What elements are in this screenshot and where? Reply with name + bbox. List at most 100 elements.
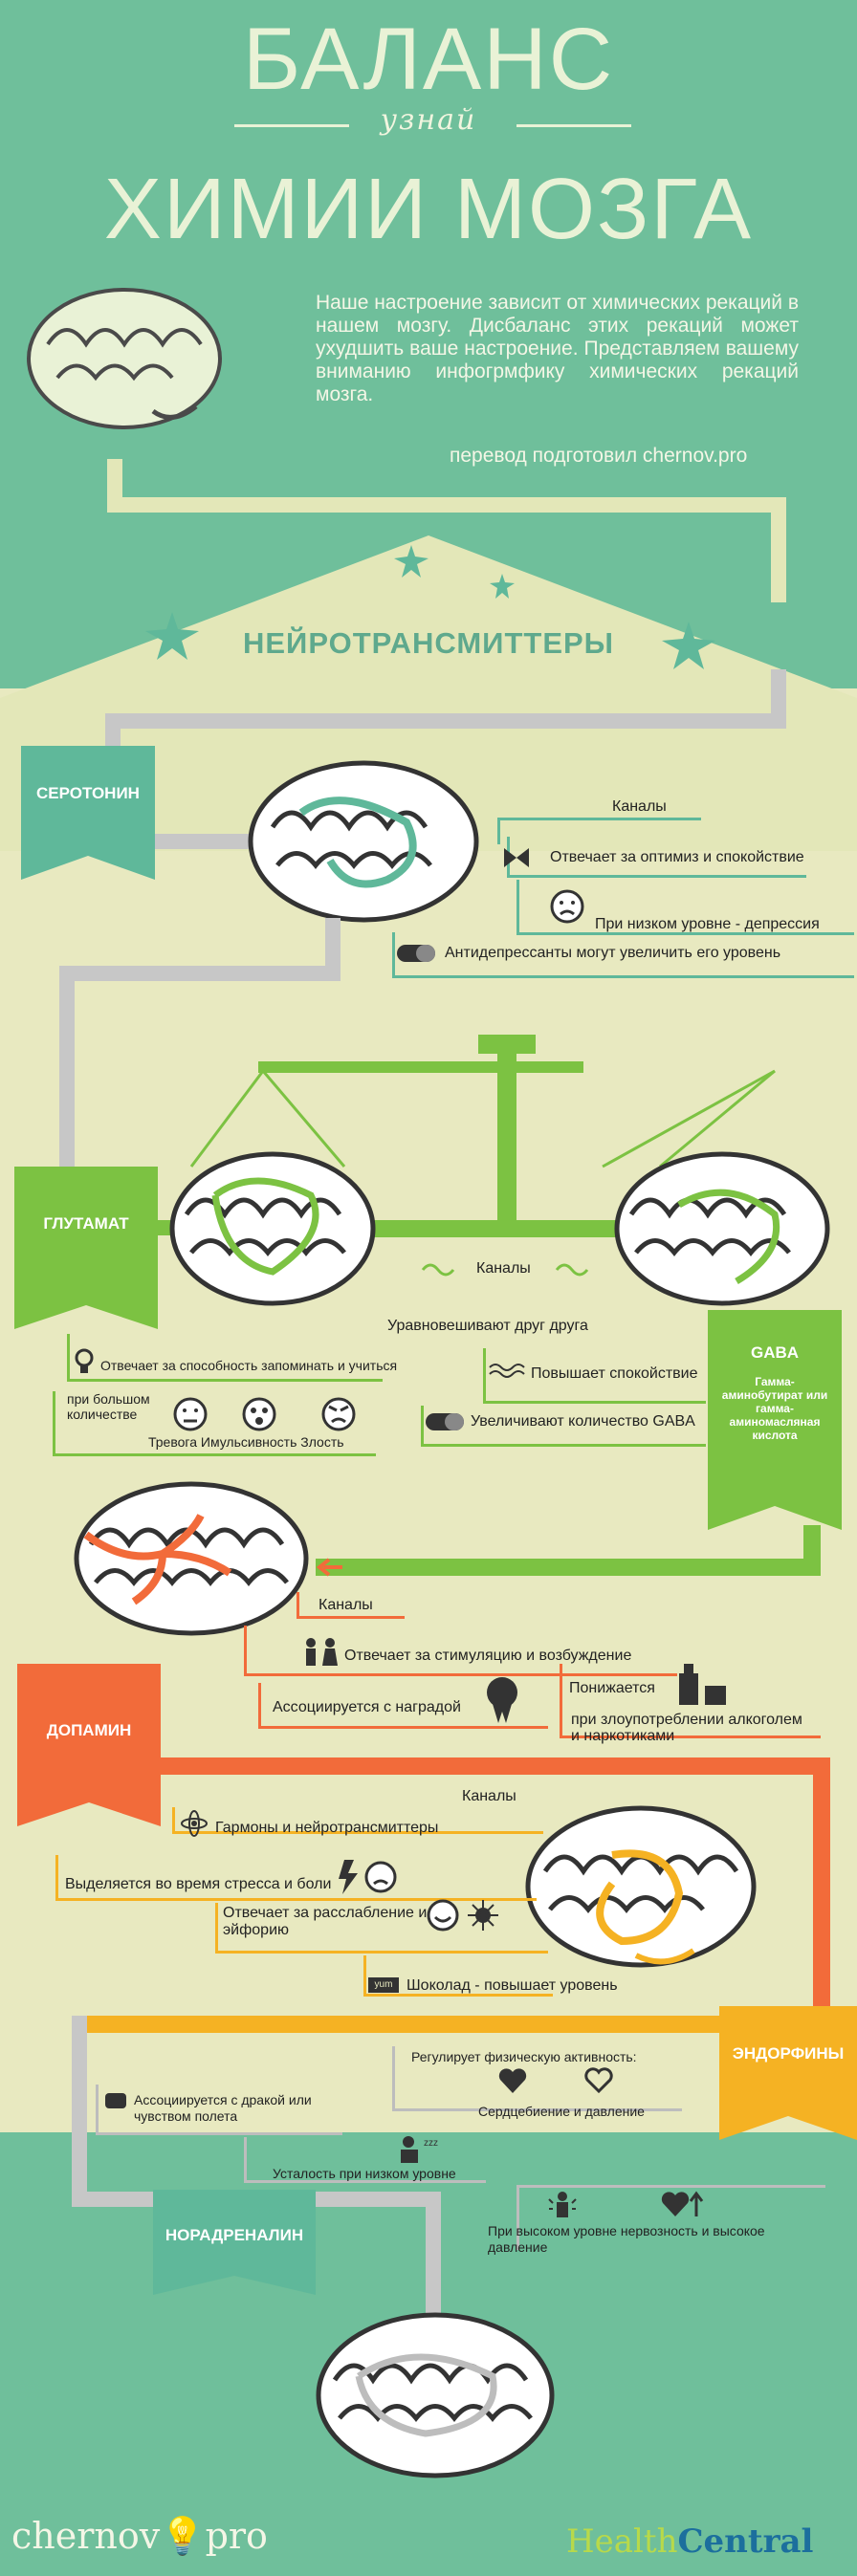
endorphins-hormones-text: Гармоны и нейротрансмиттеры — [215, 1820, 439, 1836]
anxious-face-icon — [173, 1397, 208, 1431]
glutamate-bracket — [67, 1334, 385, 1382]
heart-pressure-icon — [661, 2191, 704, 2216]
heart-filled-icon — [498, 2068, 527, 2093]
serotonin-drugs-bracket — [392, 932, 854, 978]
happy-sun-icon — [427, 1899, 498, 1932]
gaba-increase-bracket — [421, 1406, 706, 1447]
gaba-full-name: Гамма-аминобутират или гамма-аминомаслян… — [721, 1375, 828, 1442]
bottle-icon — [679, 1664, 726, 1705]
endorphins-stress-bracket — [55, 1855, 537, 1901]
gaba-calm-text: Повышает спокойствие — [531, 1365, 698, 1382]
glutamate-excess-text: при большом количестве — [67, 1391, 150, 1422]
serotonin-channel-bracket — [497, 818, 701, 844]
serotonin-ribbon — [21, 746, 155, 880]
path-segment — [155, 834, 260, 849]
endorphins-stress-text: Выделяется во время стресса и боли — [65, 1876, 332, 1892]
serotonin-label: СЕРОТОНИН — [36, 784, 140, 802]
glutamate-ribbon — [14, 1167, 158, 1329]
header-brain-icon — [27, 288, 222, 429]
lightbulb-icon — [75, 1348, 94, 1373]
noradrenaline-ribbon — [153, 2190, 316, 2295]
endorphins-relax-text: Отвечает за расслабление и эйфорию — [223, 1905, 428, 1938]
star-icon — [662, 622, 715, 669]
noradrenaline-activity-bracket — [392, 2046, 682, 2111]
serotonin-channels-label: Каналы — [612, 798, 667, 815]
header-path-down-2 — [771, 497, 786, 602]
wave-right-icon — [555, 1263, 589, 1277]
medal-icon — [487, 1677, 517, 1723]
svg-text:zzz: zzz — [424, 2138, 438, 2149]
dopamine-role-bracket — [244, 1626, 677, 1676]
sleeping-icon: zzz — [401, 2136, 438, 2163]
glutamate-brain-icon — [169, 1151, 376, 1306]
title-line-2: узнай — [380, 103, 477, 137]
path-segment — [325, 918, 341, 980]
noradrenaline-label: НОРАДРЕНАЛИН — [165, 2226, 304, 2244]
noradrenaline-high-bracket — [516, 2185, 825, 2250]
fist-icon — [105, 2093, 126, 2108]
path-segment — [813, 1757, 830, 2006]
gaba-increase-text: Увеличивают количество GABA — [471, 1413, 695, 1430]
section-title: НЕЙРОТРАНСМИТТЕРЫ — [242, 626, 615, 660]
noradrenaline-activity-text: Регулирует физическую активность: — [411, 2049, 637, 2064]
glutamate-memory-text: Отвечает за способность запоминать и учи… — [100, 1358, 398, 1373]
star-icon — [490, 574, 515, 599]
noradrenaline-fatigue-text: Усталость при низком уровне — [273, 2166, 456, 2181]
endorphins-channel-bracket — [172, 1807, 543, 1834]
sad-face-icon — [550, 889, 584, 924]
dopamine-channels-label: Каналы — [319, 1597, 373, 1613]
serotonin-role-text: Отвечает за оптимиз и спокойствие — [550, 849, 804, 865]
glutamate-channels-label: Каналы — [476, 1260, 531, 1277]
scale-strings — [189, 1069, 776, 1168]
dopamine-role-text: Отвечает за стимуляцию и возбуждение — [344, 1648, 632, 1664]
path-segment — [426, 2192, 441, 2325]
path-segment — [161, 1757, 830, 1775]
gaba-label: GABA — [750, 1343, 800, 1362]
nervous-icon — [548, 2192, 577, 2217]
chocolate-icon: yum — [368, 1977, 399, 1993]
dopamine-channel-bracket — [297, 1592, 405, 1619]
noradrenaline-fatigue-bracket — [244, 2137, 486, 2183]
dopamine-abuse-text: при злоупотреблении алкоголем и наркотик… — [571, 1712, 802, 1744]
glutamate-bracket-line — [67, 1379, 383, 1382]
header-path-down — [107, 459, 122, 507]
ornament-left — [234, 124, 349, 127]
title-line-3: ХИМИИ МОЗГА — [103, 162, 754, 257]
noradrenaline-fight-bracket — [96, 2085, 342, 2135]
star-icon — [394, 545, 428, 578]
glutamate-effects-text: Тревога Имульсивность Злость — [148, 1434, 344, 1450]
pill-icon — [426, 1413, 464, 1430]
ornament-right — [516, 124, 631, 127]
endorphins-ribbon — [719, 2006, 857, 2140]
wave-left-icon — [421, 1263, 455, 1277]
chernov-logo: chernov💡pro — [11, 2515, 268, 2557]
noradrenaline-high-text: При высоком уровне нервозность и высокое… — [488, 2223, 765, 2255]
dopamine-brain-icon — [74, 1481, 309, 1636]
balance-text: Уравновешивают друг друга — [387, 1318, 588, 1334]
gaba-calm-bracket — [483, 1348, 706, 1404]
dopamine-decreases-text: Понижается — [569, 1680, 655, 1696]
endorphins-channels-label: Каналы — [462, 1788, 516, 1804]
intro-text: Наше настроение зависит от химических ре… — [316, 292, 799, 405]
dopamine-reward-bracket — [258, 1683, 548, 1729]
endorphins-chocolate-bracket — [363, 1955, 553, 1997]
atom-icon — [181, 1810, 208, 1837]
serotonin-low-text: При низком уровне - депрессия — [595, 916, 820, 932]
arrow-left-icon — [316, 1558, 342, 1577]
dopamine-abuse-bracket — [560, 1664, 821, 1738]
scale-top — [478, 1035, 536, 1054]
endorphins-label: ЭНДОРФИНЫ — [732, 2044, 845, 2063]
dopamine-ribbon — [17, 1664, 161, 1826]
dopamine-label: ДОПАМИН — [46, 1721, 132, 1739]
people-icon — [306, 1638, 338, 1666]
glutamate-label: ГЛУТАМАТ — [43, 1214, 129, 1233]
glutamate-excess-bracket — [53, 1391, 376, 1456]
section-hexagon — [0, 535, 857, 851]
endorphins-chocolate-text: Шоколад - повышает уровень — [407, 1977, 618, 1994]
heart-outline-icon — [584, 2067, 613, 2094]
credit-text: перевод подготовил chernov.pro — [450, 445, 748, 467]
path-segment — [59, 966, 341, 981]
waves-icon — [489, 1364, 525, 1378]
scale-base — [340, 1220, 684, 1237]
gaba-brain-icon — [614, 1151, 830, 1306]
